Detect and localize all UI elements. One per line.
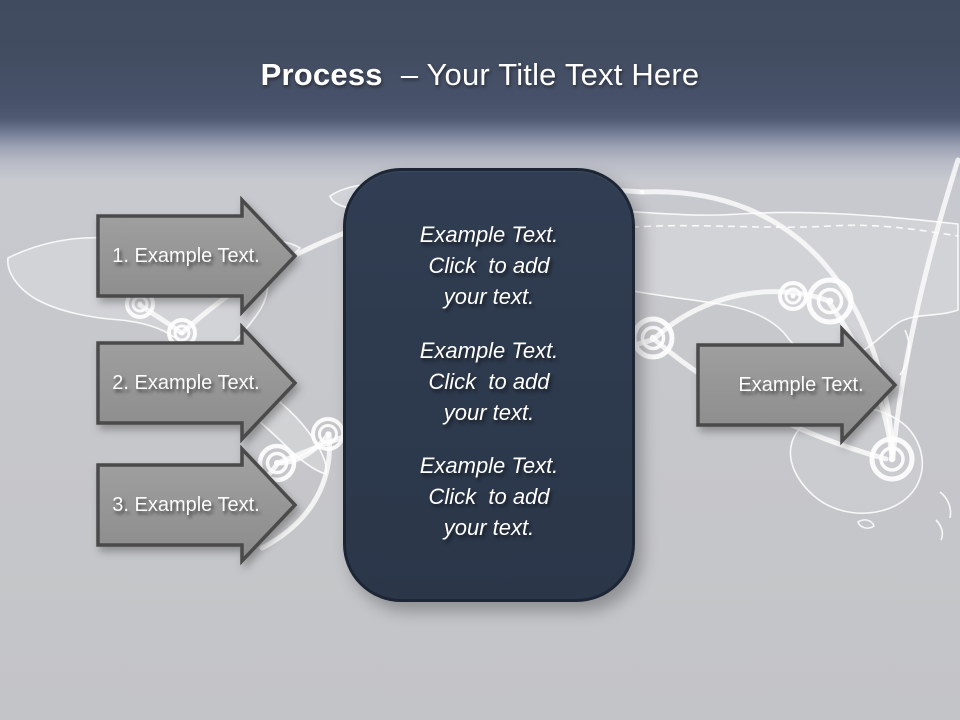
arrow-shape-icon bbox=[96, 323, 298, 443]
process-arrow-3[interactable]: 3. Example Text. bbox=[96, 445, 298, 565]
connection-arc bbox=[890, 157, 960, 459]
panel-text-line: Click to add bbox=[428, 253, 550, 278]
center-text-panel[interactable]: Example Text. Click to add your text. Ex… bbox=[343, 168, 635, 602]
arrow-shape-icon bbox=[96, 196, 298, 316]
panel-text-block-1[interactable]: Example Text. Click to add your text. bbox=[356, 219, 622, 312]
panel-text-line: Example Text. bbox=[419, 453, 559, 478]
ripple-marker bbox=[806, 277, 854, 325]
page-title: Process – Your Title Text Here bbox=[0, 56, 960, 94]
island-tasmania bbox=[857, 519, 875, 529]
ripple-marker bbox=[257, 443, 297, 483]
panel-text-line: Click to add bbox=[428, 368, 550, 394]
panel-text-line: Click to add bbox=[428, 484, 550, 509]
title-keyword: Process bbox=[260, 57, 383, 92]
panel-text-line: your text. bbox=[443, 515, 535, 540]
arrow-shape-icon bbox=[96, 445, 298, 565]
process-arrow-1[interactable]: 1. Example Text. bbox=[96, 196, 298, 316]
ripple-marker bbox=[869, 436, 915, 482]
ripple-marker bbox=[631, 316, 675, 360]
process-arrow-output[interactable]: Example Text. bbox=[696, 325, 898, 445]
process-arrow-2[interactable]: 2. Example Text. bbox=[96, 323, 298, 443]
panel-text-line: Example Text. bbox=[419, 222, 559, 247]
panel-text-line: Example Text. bbox=[419, 337, 559, 363]
ripple-marker bbox=[778, 281, 808, 311]
arrow-shape-icon bbox=[696, 325, 898, 445]
island-new-zealand bbox=[935, 491, 952, 541]
panel-text-line: your text. bbox=[443, 399, 535, 425]
panel-text-block-3[interactable]: Example Text. Click to add your text. bbox=[356, 450, 622, 543]
panel-text-block-2[interactable]: Example Text. Click to add your text. bbox=[356, 335, 622, 428]
title-subtitle: – Your Title Text Here bbox=[400, 57, 700, 92]
panel-text-line: your text. bbox=[443, 284, 535, 309]
